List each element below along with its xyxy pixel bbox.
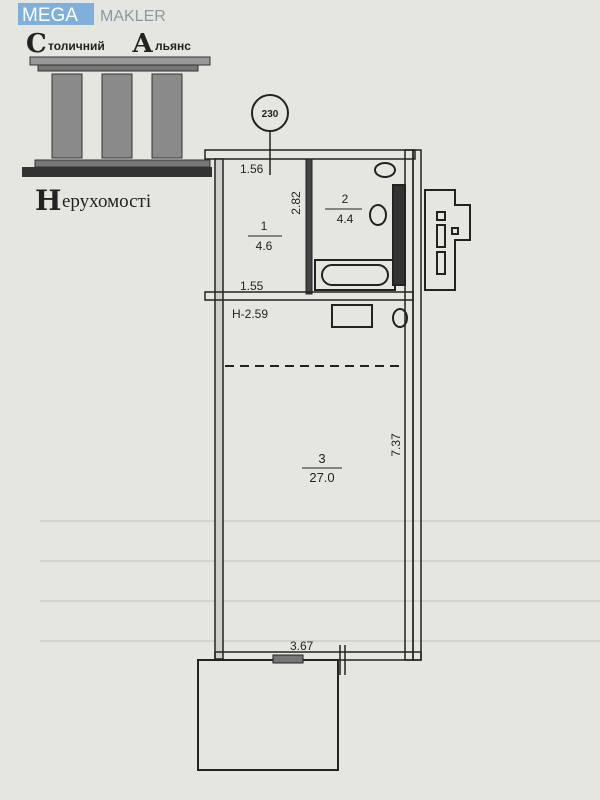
svg-text:1: 1 <box>261 219 268 233</box>
watermark-mega: MEGA <box>22 5 78 26</box>
walls <box>197 149 422 771</box>
room-3-label: 3 27.0 <box>302 451 342 485</box>
kitchen-sink <box>392 308 408 328</box>
axis-marker: 230 <box>251 94 289 175</box>
watermark-makler: MAKLER <box>100 8 166 25</box>
stove <box>331 304 373 328</box>
dim-bottom-width: 1.55 <box>240 279 264 293</box>
svg-text:4.6: 4.6 <box>256 239 273 253</box>
logo-initial-n: Н <box>35 184 61 217</box>
svg-text:4.4: 4.4 <box>337 212 354 226</box>
svg-text:27.0: 27.0 <box>309 470 334 485</box>
svg-text:2: 2 <box>342 192 349 206</box>
sink <box>369 204 387 226</box>
watermark-box <box>18 3 94 25</box>
shaft-panel <box>424 189 471 291</box>
ceiling-height: H-2.59 <box>232 307 268 321</box>
dim-top-width: 1.56 <box>240 162 264 176</box>
logo-word-stolychnyi: толичний <box>48 39 105 53</box>
bathroom-fixtures <box>314 162 471 328</box>
ventilation-shaft <box>392 184 406 286</box>
columns-icon <box>22 56 212 177</box>
axis-marker-label: 230 <box>262 109 279 120</box>
logo-word-alians: льянс <box>155 39 191 53</box>
logo-word-nerukhomosti: ерухомості <box>62 191 151 212</box>
room-1-label: 1 4.6 <box>248 219 282 253</box>
background-ghost-table <box>40 520 600 642</box>
toilet <box>374 162 396 178</box>
svg-text:3: 3 <box>318 451 325 466</box>
dim-window-width: 3.67 <box>290 639 314 653</box>
logo-initial-a: А <box>132 29 153 59</box>
dimension-labels: 1.56 2.82 1.55 H-2.59 7.37 3.67 <box>232 162 403 653</box>
logo-initial-s: С <box>26 29 47 59</box>
agency-logo: MEGA MAKLER С толичний А льянс Н ерухомо… <box>18 3 212 217</box>
dim-room3-length: 7.37 <box>389 433 403 457</box>
room-2-label: 2 4.4 <box>325 192 362 226</box>
dim-room1-height: 2.82 <box>289 191 303 215</box>
